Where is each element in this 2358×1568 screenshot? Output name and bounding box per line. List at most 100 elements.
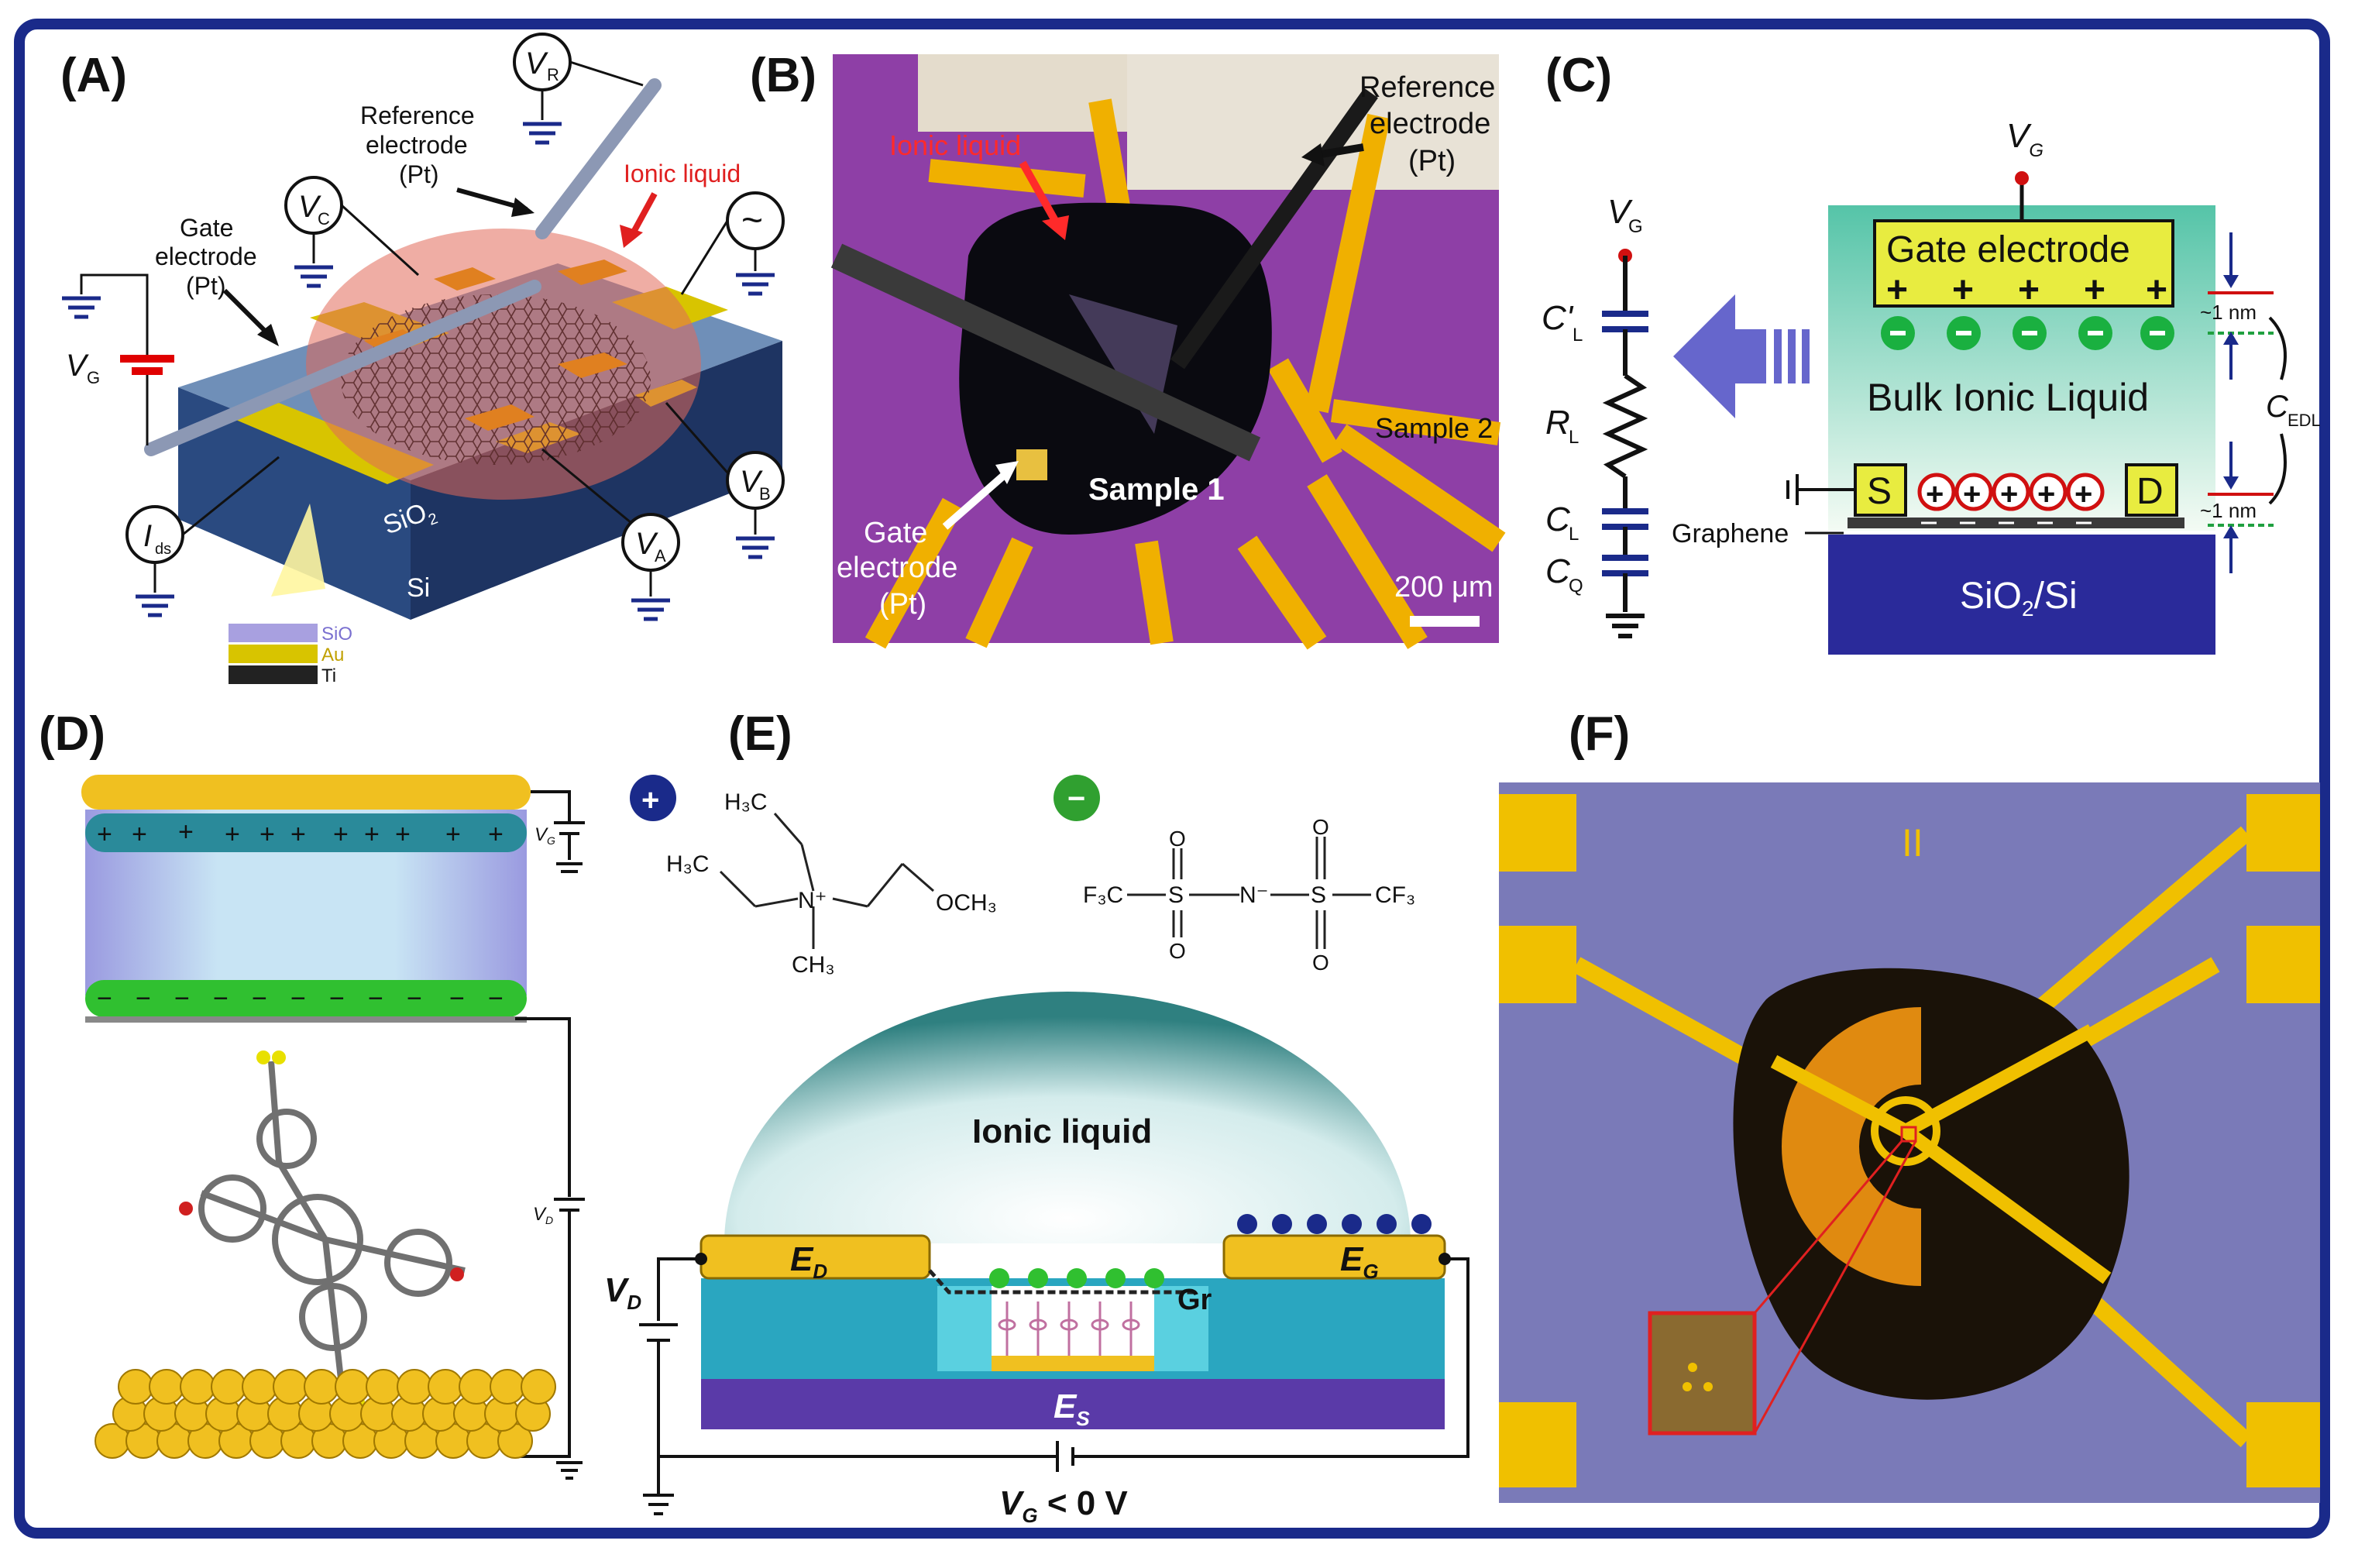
panel-b: (B) Ionic liquid Reference elec — [750, 49, 1506, 650]
svg-text:+: + — [290, 820, 306, 849]
label-ref-electrode-b: electrode — [1370, 108, 1490, 140]
svg-text:−: − — [488, 984, 504, 1013]
legend-sio2-swatch — [229, 624, 318, 642]
svg-text:+: + — [2084, 270, 2105, 311]
svg-text:~1 nm: ~1 nm — [2200, 301, 2257, 324]
svg-text:+: + — [2037, 477, 2055, 511]
top-electrode-d — [81, 775, 531, 810]
gold-atom — [521, 1369, 556, 1405]
contact-block — [558, 260, 627, 285]
ionic-liquid-dome — [724, 992, 1411, 1243]
label-ref-b: Reference — [1359, 71, 1495, 104]
svg-text:C: C — [1545, 500, 1571, 538]
label-sample1: Sample 1 — [1088, 473, 1225, 507]
panel-a-label: (A) — [60, 49, 127, 102]
svg-text:R: R — [1545, 404, 1570, 442]
svg-text:V: V — [1607, 193, 1633, 231]
label-gr: Gr — [1177, 1284, 1212, 1316]
svg-text:I: I — [143, 519, 152, 553]
svg-text:V: V — [635, 527, 658, 561]
svg-text:L: L — [1569, 524, 1579, 545]
svg-text:+: + — [225, 820, 240, 849]
svg-text:+: + — [445, 820, 461, 849]
svg-text:−: − — [97, 984, 112, 1013]
gold-atom — [335, 1369, 370, 1405]
label-es: ES — [1054, 1387, 1090, 1430]
svg-text:O: O — [1312, 815, 1329, 839]
panel-e: (E) + − H₃C H₃C N⁺ CH₃ OCH₃ — [604, 707, 1469, 1527]
svg-text:+: + — [1963, 477, 1981, 511]
gate-rod — [144, 280, 541, 456]
svg-text:H₃C: H₃C — [724, 789, 768, 815]
arrow-ionic — [628, 192, 658, 238]
svg-text:V: V — [740, 465, 763, 499]
svg-text:−: − — [136, 984, 151, 1013]
gold-atom — [459, 1369, 494, 1405]
label-graphene: Graphene — [1672, 519, 1789, 548]
cation-layer-d — [85, 813, 527, 852]
label-ed: ED — [790, 1240, 827, 1283]
svg-text:R: R — [547, 65, 559, 84]
graphene-hex — [341, 294, 651, 465]
svg-text:OCH₃: OCH₃ — [936, 890, 997, 916]
svg-text:L: L — [1573, 325, 1583, 346]
svg-text:+: + — [1952, 270, 1974, 311]
svg-text:S: S — [1311, 882, 1326, 908]
svg-text:−: − — [252, 984, 267, 1013]
substrate-left — [178, 387, 411, 620]
label-gate: Gate — [180, 214, 233, 242]
label-electrode: electrode — [366, 131, 468, 159]
equivalent-circuit: V G C' L R L C L C Q — [1542, 193, 1648, 638]
label-ref-pt-b: (Pt) — [1408, 145, 1456, 177]
gold-substrate-d — [95, 1369, 556, 1459]
label-reference: Reference — [360, 101, 475, 129]
graphene-layer — [1848, 518, 2184, 528]
source-c — [1854, 463, 1907, 517]
label-gate-electrode-c: Gate electrode — [1886, 229, 2130, 270]
reference-probe — [1170, 88, 1378, 370]
cations-c: + + + + + — [1917, 473, 2105, 511]
meter-ac: ~ — [680, 191, 785, 296]
label-eg: EG — [1340, 1240, 1379, 1283]
gold-atom — [428, 1369, 463, 1405]
svg-text:N⁻: N⁻ — [1239, 882, 1269, 908]
svg-text:−: − — [329, 984, 345, 1013]
panel-c: (C) V G C' L R L C L C — [1542, 49, 2321, 655]
anion-layer-d — [85, 980, 527, 1017]
gold-atom — [304, 1369, 339, 1405]
label-substrate-c: SiO2/Si — [1960, 576, 2078, 621]
legend-au: Au — [321, 645, 344, 665]
circuit-e — [639, 1257, 1469, 1515]
meter-ids: I ds — [125, 456, 280, 617]
anions-e — [989, 1268, 1164, 1288]
mark-f: II — [1902, 821, 1923, 865]
panel-a: (A) V R — [60, 33, 785, 686]
label-gate-pt-b: (Pt) — [879, 588, 926, 621]
legend-ti: Ti — [321, 665, 336, 686]
svg-text:+: + — [395, 820, 411, 849]
svg-text:CH₃: CH₃ — [792, 952, 835, 978]
svg-text:S: S — [1168, 882, 1184, 908]
meter-vc: V C — [284, 176, 420, 288]
label-bulk: Bulk Ionic Liquid — [1867, 376, 2149, 419]
gold-atom — [149, 1369, 184, 1405]
gold-atom — [397, 1369, 432, 1405]
cation-structure — [719, 813, 934, 949]
panel-e-label: (E) — [728, 707, 792, 761]
contact-block — [558, 352, 627, 378]
svg-text:L: L — [1569, 427, 1579, 448]
svg-text:−: − — [213, 984, 229, 1013]
pads-f — [1499, 794, 2320, 1487]
svg-text:C: C — [1545, 552, 1571, 590]
substrate-c — [1828, 535, 2215, 655]
vg-source-a: V G — [62, 273, 174, 445]
gold-atom — [273, 1369, 308, 1405]
gold-atom — [118, 1369, 153, 1405]
label-pt: (Pt) — [399, 160, 439, 188]
svg-text:G: G — [87, 368, 100, 387]
label-ionic-b: Ionic liquid — [889, 129, 1021, 161]
meter-va: V A — [541, 448, 680, 621]
scale-bar — [1410, 616, 1480, 627]
svg-text:D: D — [2136, 471, 2164, 512]
svg-text:+: + — [488, 820, 504, 849]
